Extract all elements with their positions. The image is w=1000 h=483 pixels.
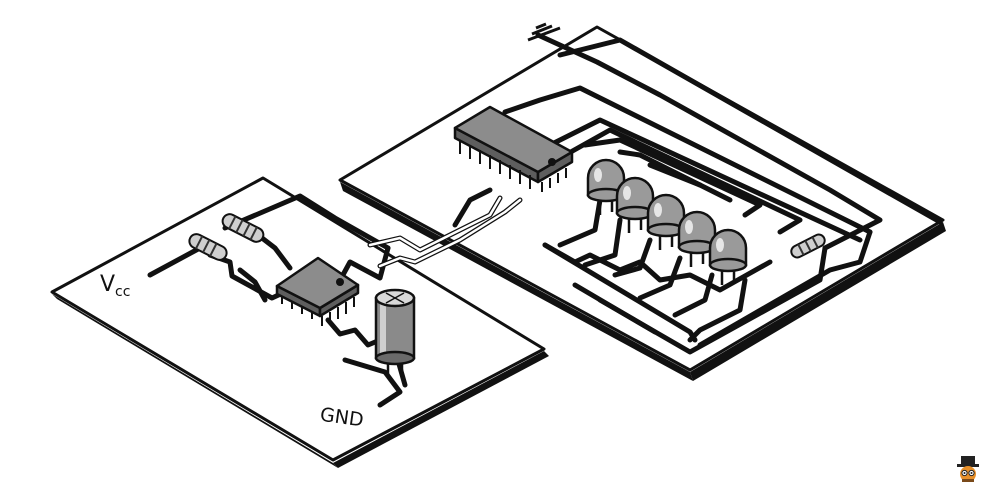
resistor-r3	[790, 233, 826, 259]
led-4	[677, 210, 717, 267]
counter-chip	[453, 105, 574, 192]
capacitor	[374, 288, 416, 375]
vcc-subscript: cc	[115, 284, 130, 300]
led-1	[586, 158, 626, 215]
mascot-hat-icon	[957, 456, 979, 482]
resistor-r1	[221, 213, 265, 243]
timer-chip	[275, 256, 360, 326]
led-board-traces	[452, 32, 943, 355]
power-board	[50, 176, 549, 468]
resistor-r2	[188, 233, 228, 261]
ground-symbol-icon	[527, 22, 561, 42]
vcc-label: V	[100, 272, 115, 297]
led-3	[646, 193, 686, 250]
led-5	[708, 228, 748, 285]
inter-board-wires	[367, 195, 523, 269]
